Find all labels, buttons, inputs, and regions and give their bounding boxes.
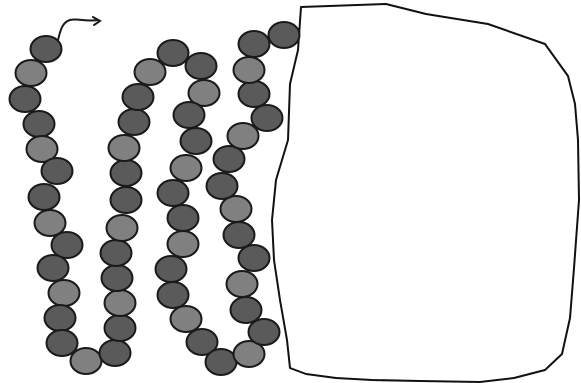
- bead: [49, 280, 80, 306]
- bead: [109, 135, 140, 161]
- bead: [171, 306, 202, 332]
- bead: [174, 102, 205, 128]
- bead: [231, 297, 262, 323]
- bead-chain: [10, 22, 300, 375]
- bead: [102, 265, 133, 291]
- bead: [158, 180, 189, 206]
- bead: [111, 187, 142, 213]
- bead: [239, 31, 270, 57]
- bead: [239, 81, 270, 107]
- bead: [71, 348, 102, 374]
- bead: [101, 240, 132, 266]
- bead: [31, 36, 62, 62]
- bead: [111, 160, 142, 186]
- bead: [239, 245, 270, 271]
- bead: [123, 84, 154, 110]
- bead: [168, 231, 199, 257]
- bead: [158, 282, 189, 308]
- bead: [252, 105, 283, 131]
- bead: [16, 60, 47, 86]
- bead: [181, 128, 212, 154]
- chain-free-end: [58, 19, 98, 40]
- bead: [107, 215, 138, 241]
- outlined-region: [272, 4, 579, 382]
- bead: [100, 340, 131, 366]
- bead: [168, 205, 199, 231]
- bead: [249, 319, 280, 345]
- bead: [42, 158, 73, 184]
- bead: [214, 146, 245, 172]
- bead: [171, 155, 202, 181]
- bead: [207, 173, 238, 199]
- bead: [29, 184, 60, 210]
- bead: [47, 330, 78, 356]
- bead: [158, 40, 189, 66]
- bead: [227, 271, 258, 297]
- bead: [156, 256, 187, 282]
- bead: [206, 349, 237, 375]
- bead: [269, 22, 300, 48]
- bead: [52, 232, 83, 258]
- bead: [221, 196, 252, 222]
- bead: [24, 111, 55, 137]
- bead: [45, 305, 76, 331]
- bead: [105, 290, 136, 316]
- bead: [224, 222, 255, 248]
- bead: [105, 315, 136, 341]
- bead: [119, 109, 150, 135]
- bead: [10, 86, 41, 112]
- bead: [234, 57, 265, 83]
- bead: [186, 53, 217, 79]
- bead: [38, 255, 69, 281]
- bead: [228, 123, 259, 149]
- bead: [135, 59, 166, 85]
